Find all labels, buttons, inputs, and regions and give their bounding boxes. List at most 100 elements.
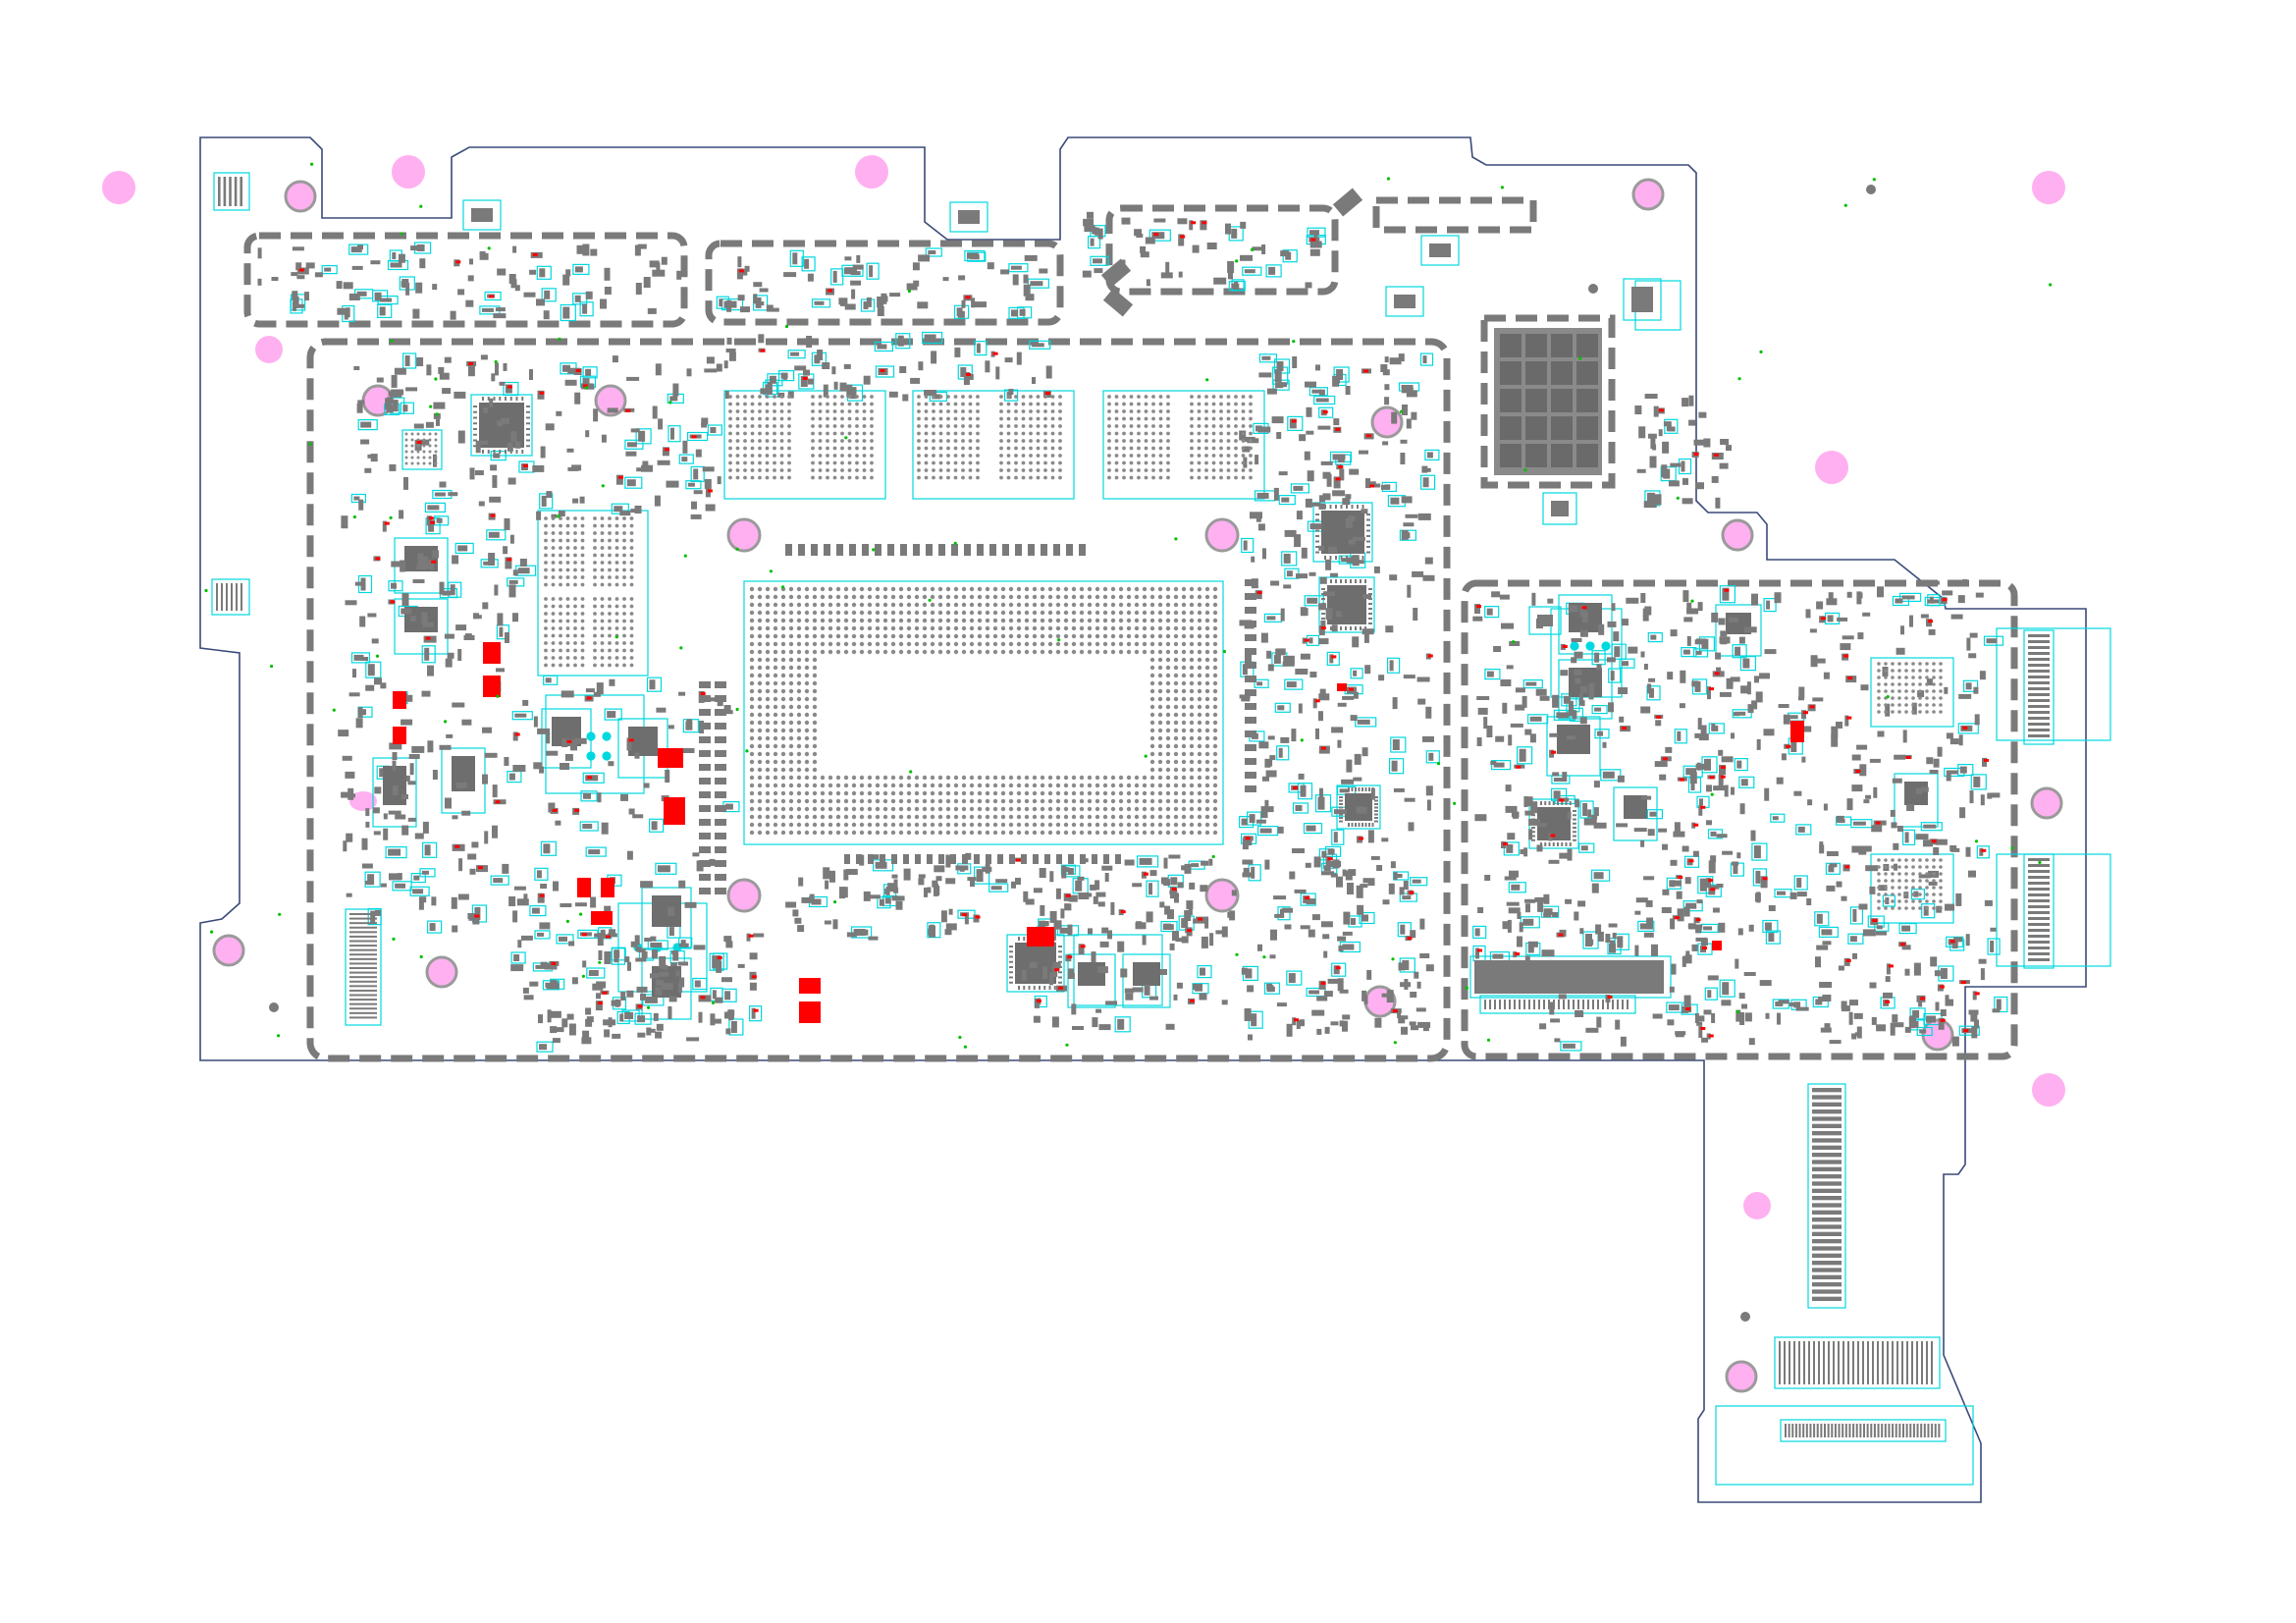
bga-ball	[851, 625, 857, 631]
smd-pad	[1362, 878, 1375, 884]
connector-pin	[2028, 717, 2050, 720]
connector-pin	[1514, 1000, 1516, 1009]
smd-pad	[1858, 848, 1867, 855]
smd-pad	[1248, 1034, 1253, 1041]
bga-ball	[1087, 594, 1093, 600]
bga-ball	[1063, 586, 1069, 592]
smd-pad	[725, 1028, 731, 1035]
bga-ball	[977, 633, 983, 639]
bga-ball	[765, 704, 771, 710]
bga-ball	[1189, 610, 1195, 616]
smd-pad	[1567, 735, 1575, 740]
qfn-pin	[1355, 579, 1357, 583]
bga-ball	[1016, 602, 1022, 608]
smd-pad	[1958, 693, 1972, 699]
smd-pad	[1683, 617, 1693, 622]
bga-ball	[1055, 783, 1061, 788]
smd-pad	[1271, 416, 1284, 424]
bga-ball	[1102, 822, 1108, 828]
smd-pad	[1181, 936, 1189, 944]
smd-pad	[465, 299, 474, 307]
bga-ball	[906, 830, 912, 836]
bga-ball	[985, 830, 990, 836]
bga-ball	[765, 439, 770, 443]
smd-pad	[995, 879, 1008, 884]
bga-ball	[1151, 402, 1155, 406]
smd-pad	[1401, 385, 1414, 389]
smd-pad	[1336, 369, 1344, 380]
bga-ball	[851, 783, 857, 788]
bga-ball	[985, 806, 990, 812]
smd-pad	[1548, 859, 1560, 864]
bga-ball	[1079, 618, 1085, 623]
smd-pad	[1674, 822, 1681, 834]
bga-ball	[796, 751, 802, 757]
smd-outline	[1719, 979, 1735, 998]
bga-ball	[1134, 618, 1140, 623]
bga-ball	[890, 806, 896, 812]
smd-outline	[604, 708, 622, 721]
bga-ball	[818, 395, 823, 399]
smd-pad	[759, 288, 769, 293]
connector-pin	[2028, 705, 2050, 708]
bga-ball	[749, 625, 755, 631]
smd-pad	[1178, 234, 1185, 246]
smd-pad	[420, 556, 429, 564]
bga-ball	[847, 439, 852, 443]
smd-pad	[662, 447, 669, 457]
bga-ball	[749, 688, 755, 694]
bga-ball	[1040, 790, 1045, 796]
bga-ball	[1142, 822, 1148, 828]
bga-ball	[840, 439, 844, 443]
smd-outline	[1276, 745, 1290, 761]
bga-ball	[1173, 680, 1179, 686]
connector-pin	[349, 940, 377, 943]
qfn-pin	[1058, 960, 1062, 963]
connector-pin	[1920, 1424, 1923, 1437]
bga-ball	[922, 830, 928, 836]
smd-pad	[902, 394, 909, 402]
bga-ball	[840, 416, 844, 421]
smd-pad	[536, 511, 542, 520]
smd-pad	[1181, 918, 1189, 929]
smd-pad	[495, 362, 499, 376]
smd-pad	[1765, 1012, 1770, 1019]
bga-ball	[1212, 743, 1218, 749]
bga-ball	[1157, 665, 1163, 671]
connector-pin	[1812, 1274, 1842, 1279]
connector-pin	[1852, 1341, 1854, 1384]
bga-ball	[757, 735, 763, 741]
smd-pad	[1915, 834, 1929, 840]
bga-ball	[1190, 439, 1194, 443]
smd-outline	[748, 1005, 763, 1022]
smd-pad	[1405, 514, 1418, 518]
smd-pad	[1667, 672, 1674, 680]
smd-pad	[1256, 681, 1263, 686]
qfn-pin	[1351, 505, 1354, 509]
cap-pad	[699, 736, 711, 743]
bga-ball	[749, 704, 755, 710]
smd-pad	[1892, 1022, 1904, 1028]
bga-ball	[898, 822, 904, 828]
qfn-pin	[1340, 579, 1342, 583]
standalone-pad	[471, 208, 493, 222]
connector-pin	[240, 177, 242, 206]
bga-ball	[1008, 814, 1014, 820]
bga-ball	[749, 798, 755, 804]
bga-ball	[906, 594, 912, 600]
bga-ball	[930, 586, 935, 592]
connector-pin	[1812, 1261, 1842, 1266]
smd-pad	[1328, 546, 1337, 553]
bga-ball	[832, 446, 837, 451]
smd-pad	[1698, 733, 1709, 741]
smd-outline	[1027, 278, 1050, 289]
smd-pad	[712, 955, 719, 969]
smd-pad	[1425, 706, 1432, 719]
smd-pad	[336, 281, 343, 290]
smd-pad	[1609, 943, 1616, 953]
bga-ball	[1040, 783, 1045, 788]
smd-pad	[1550, 1018, 1561, 1023]
smd-pad	[550, 1026, 558, 1034]
smd-pad	[1305, 381, 1316, 388]
bga-ball	[1095, 798, 1100, 804]
